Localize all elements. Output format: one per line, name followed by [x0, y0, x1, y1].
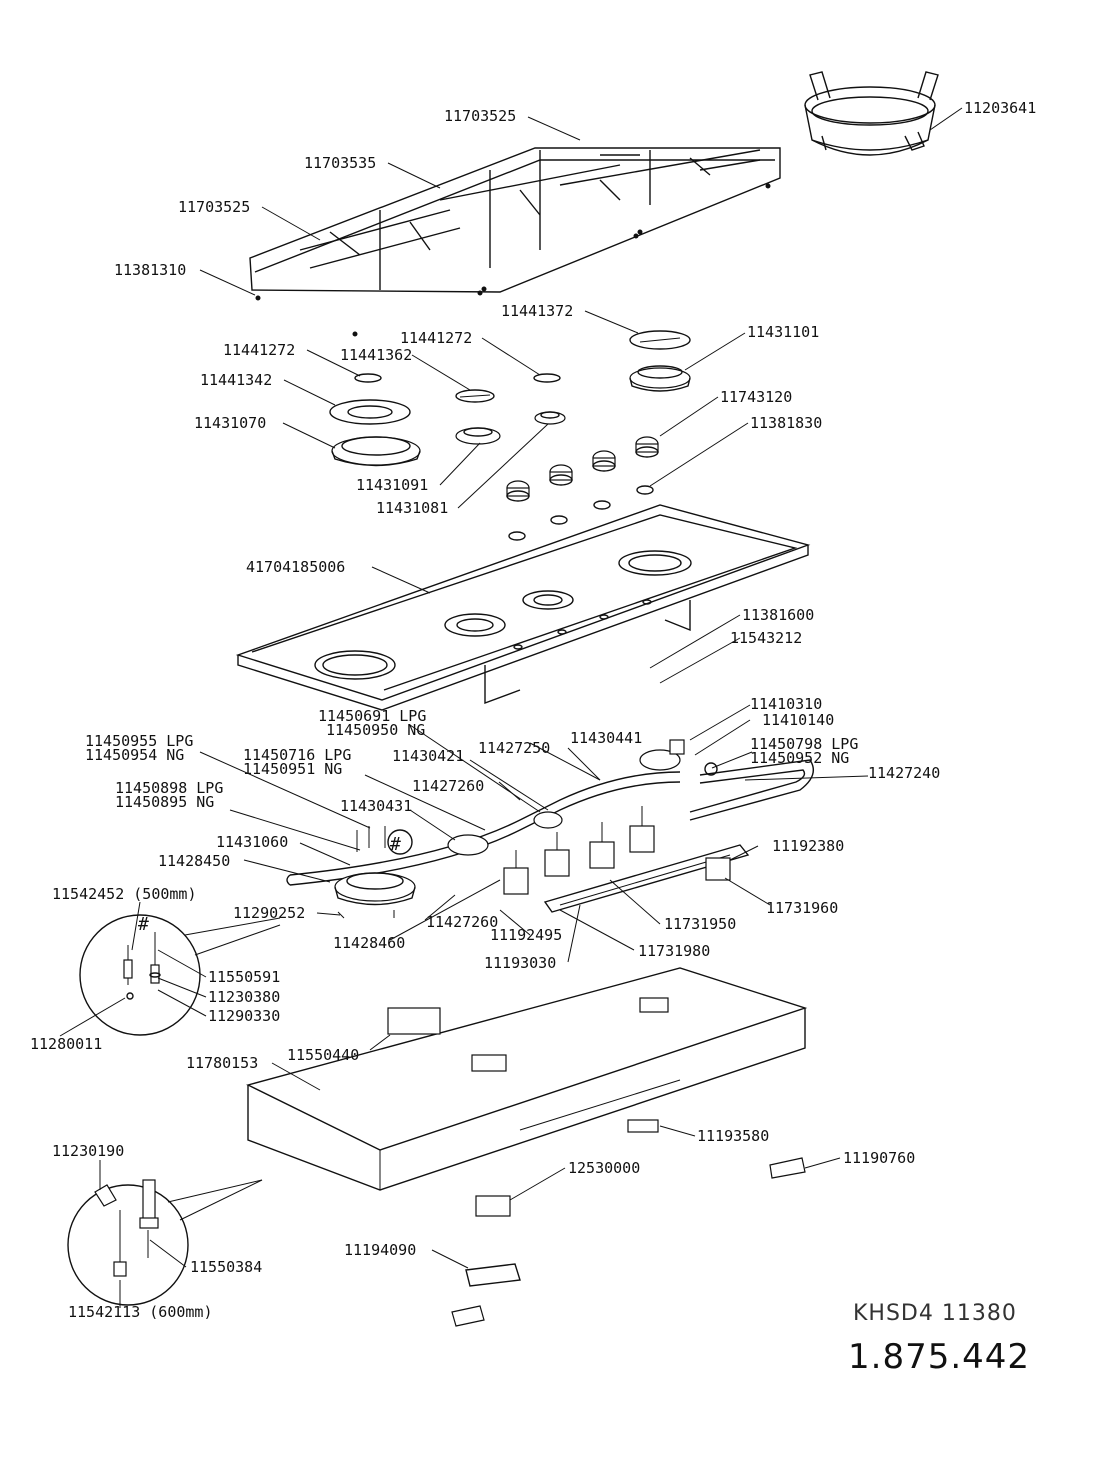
gas-system-drawing — [286, 739, 814, 919]
label-11450895-ng: 11450895 NG — [115, 793, 214, 811]
label-11427240: 11427240 — [868, 764, 940, 782]
label-11381310: 11381310 — [114, 261, 186, 279]
label-11431081: 11431081 — [376, 499, 448, 517]
label-11431060: 11431060 — [216, 833, 288, 851]
label-11450954-ng: 11450954 NG — [85, 746, 184, 764]
label-11441372: 11441372 — [501, 302, 573, 320]
label-11542113: 11542113 (600mm) — [68, 1303, 213, 1321]
label-11550384: 11550384 — [190, 1258, 262, 1276]
label-11430441: 11430441 — [570, 729, 642, 747]
bottom-box-drawing — [246, 967, 808, 1191]
bottom-small-parts-drawing — [451, 1157, 806, 1327]
label-11743120: 11743120 — [720, 388, 792, 406]
label-11381830: 11381830 — [750, 414, 822, 432]
leader-lines — [59, 107, 963, 1308]
label-11543212: 11543212 — [730, 629, 802, 647]
label-11441362: 11441362 — [340, 346, 412, 364]
document-number: 1.875.442 — [848, 1337, 1030, 1377]
label-11427260-a: 11427260 — [412, 777, 484, 795]
detail-circle-thermocouple-drawing — [67, 1179, 263, 1306]
label-11381600: 11381600 — [742, 606, 814, 624]
label-11192495: 11192495 — [490, 926, 562, 944]
label-11428450: 11428450 — [158, 852, 230, 870]
label-11410140: 11410140 — [762, 711, 834, 729]
label-11427260-b: 11427260 — [426, 913, 498, 931]
callout-symbol-upper: # — [390, 834, 401, 855]
label-11190760: 11190760 — [843, 1149, 915, 1167]
label-11450950-ng: 11450950 NG — [326, 721, 425, 739]
label-12530000: 12530000 — [568, 1159, 640, 1177]
label-11450955-lpg: 11450955 LPG — [85, 732, 193, 750]
control-knobs-drawing — [506, 436, 659, 541]
label-11450898-lpg: 11450898 LPG — [115, 779, 223, 797]
label-11450951-ng: 11450951 NG — [243, 760, 342, 778]
label-11450798-lpg: 11450798 LPG — [750, 735, 858, 753]
label-11731950: 11731950 — [664, 915, 736, 933]
label-11731980: 11731980 — [638, 942, 710, 960]
label-11193030: 11193030 — [484, 954, 556, 972]
label-11450691-lpg: 11450691 LPG — [318, 707, 426, 725]
label-11193580: 11193580 — [697, 1127, 769, 1145]
wok-ring-drawing — [804, 71, 939, 156]
label-11427250: 11427250 — [478, 739, 550, 757]
label-11192380: 11192380 — [772, 837, 844, 855]
cooktop-surface-drawing — [235, 504, 811, 711]
label-11550591: 11550591 — [208, 968, 280, 986]
burners-drawing — [329, 330, 691, 467]
detail-circle-ignition-drawing — [79, 914, 281, 1036]
label-11550440: 11550440 — [287, 1046, 359, 1064]
label-41704185006: 41704185006 — [246, 558, 345, 576]
label-11290252: 11290252 — [233, 904, 305, 922]
label-11703525-top: 11703525 — [444, 107, 516, 125]
label-11428460: 11428460 — [333, 934, 405, 952]
label-11430431: 11430431 — [340, 797, 412, 815]
label-11731960: 11731960 — [766, 899, 838, 917]
label-11542452: 11542452 (500mm) — [52, 885, 197, 903]
label-11441342: 11441342 — [200, 371, 272, 389]
pan-support-grates-drawing — [249, 147, 781, 337]
label-11230190: 11230190 — [52, 1142, 124, 1160]
label-11441272-a: 11441272 — [223, 341, 295, 359]
label-11430421: 11430421 — [392, 747, 464, 765]
label-11441272-b: 11441272 — [400, 329, 472, 347]
label-11230380: 11230380 — [208, 988, 280, 1006]
label-11431101: 11431101 — [747, 323, 819, 341]
label-11703525-left: 11703525 — [178, 198, 250, 216]
label-11410310: 11410310 — [750, 695, 822, 713]
label-11450952-ng: 11450952 NG — [750, 749, 849, 767]
label-11780153: 11780153 — [186, 1054, 258, 1072]
part-number-labels: 11703525 11203641 11703535 11703525 1138… — [30, 99, 1036, 1321]
label-11450716-lpg: 11450716 LPG — [243, 746, 351, 764]
label-11194090: 11194090 — [344, 1241, 416, 1259]
label-11431091: 11431091 — [356, 476, 428, 494]
label-11290330: 11290330 — [208, 1007, 280, 1025]
label-11431070: 11431070 — [194, 414, 266, 432]
label-11280011: 11280011 — [30, 1035, 102, 1053]
model-code: KHSD4 11380 — [853, 1301, 1017, 1326]
label-11703535: 11703535 — [304, 154, 376, 172]
callout-symbol-detail: # — [138, 914, 149, 935]
label-11203641: 11203641 — [964, 99, 1036, 117]
